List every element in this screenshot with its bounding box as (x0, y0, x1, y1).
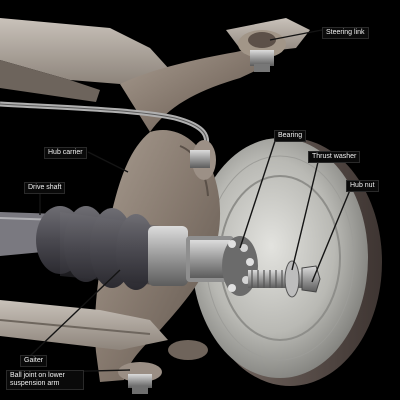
label-steering-link: Steering link (322, 27, 369, 39)
gaiter-bellows (36, 206, 166, 290)
cv-joint-housing (148, 226, 234, 286)
leader-bearing (239, 137, 277, 249)
upper-strut-arm (0, 18, 170, 102)
label-hub-carrier: Hub carrier (44, 147, 87, 159)
label-drive-shaft: Drive shaft (24, 182, 66, 194)
steering-arm (120, 46, 270, 132)
thrust-washer (284, 260, 300, 298)
leader-hub-carrier (87, 151, 129, 173)
label-gaiter: Gaiter (20, 355, 48, 367)
stub-axle (248, 270, 310, 288)
leader-lines (29, 29, 351, 373)
leader-gaiter (29, 269, 121, 357)
label-ball-joint: Ball joint on lower suspension arm (6, 370, 84, 390)
leader-hub-nut (311, 189, 351, 283)
label-hub-nut: Hub nut (346, 180, 379, 192)
label-bearing: Bearing (274, 130, 307, 142)
steering-link-joint (226, 18, 310, 72)
label-thrust-washer: Thrust washer (308, 151, 361, 163)
ball-joint (118, 362, 162, 394)
leader-thrust-washer (291, 161, 319, 271)
lower-suspension-arm (0, 300, 168, 350)
leader-steering-link (269, 29, 323, 41)
